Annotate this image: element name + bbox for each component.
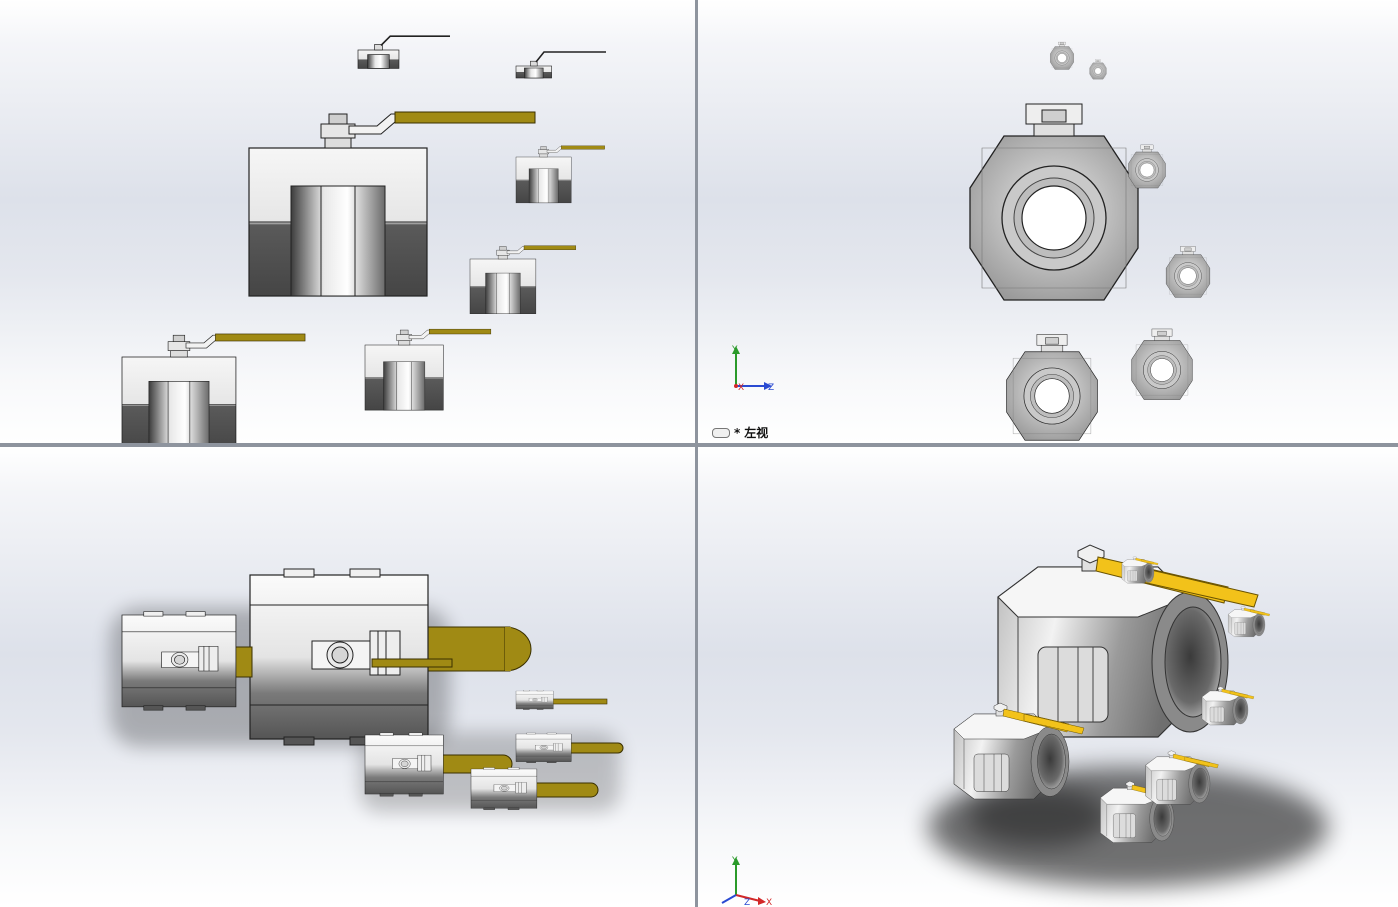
ball-valve-tiny-1 [515,690,608,710]
ball-valve-tiny-2 [1121,556,1159,584]
triad-y-label: Y [731,345,738,355]
viewport-top[interactable] [0,447,695,907]
ball-valve-small-1 [470,767,599,811]
ball-valve-large [249,568,532,746]
ball-valve-large [969,103,1139,301]
view-label-prefix: * [734,425,741,440]
ball-valve-medium-1 [121,333,306,443]
ball-valve-tiny-1 [357,35,451,69]
front-view-scene [121,35,607,443]
ball-valve-medium-1 [121,611,253,711]
view-orientation-label: * 左视 [712,424,768,441]
ball-valve-tiny-1 [1228,605,1270,637]
viewport-front[interactable] [0,0,695,443]
ball-valve-small-1 [1165,246,1211,298]
viewport-isometric[interactable]: Y X Z [698,447,1398,907]
ball-valve-small-1 [1145,750,1219,805]
ball-valve-small-2 [515,732,624,764]
triad-x-label: X [766,898,772,907]
ball-valve-small-1 [469,245,577,314]
axis-triad-icon: Y X Z [731,345,774,393]
ball-valve-small-2 [1201,686,1255,726]
triad-y-label: Y [731,856,738,866]
triad-z-label: Z [744,898,750,907]
ball-valve-tiny-1 [1050,41,1074,70]
viewport-left[interactable]: Y X Z * 左视 [698,0,1398,443]
ball-valve-medium-2 [364,328,492,411]
top-view-scene [110,568,624,812]
ball-valve-small-2 [515,145,605,204]
ball-valve-tiny-2 [1089,59,1107,80]
ball-valve-tiny-2 [515,51,607,79]
glasses-icon [712,427,730,438]
ball-valve-medium-2 [1131,328,1193,400]
ball-valve-medium-1 [1006,334,1098,441]
viewport-splitter-vertical[interactable] [695,0,698,907]
triad-z-label: Z [768,383,774,393]
ball-valve-small-2 [1128,144,1166,189]
axis-triad-icon: Y X Z [721,856,772,907]
viewport-splitter-horizontal[interactable] [0,443,1398,447]
isometric-view-scene [928,544,1328,887]
view-label-text: 左视 [744,426,769,440]
left-view-scene [969,41,1211,441]
triad-x-label: X [738,383,744,393]
